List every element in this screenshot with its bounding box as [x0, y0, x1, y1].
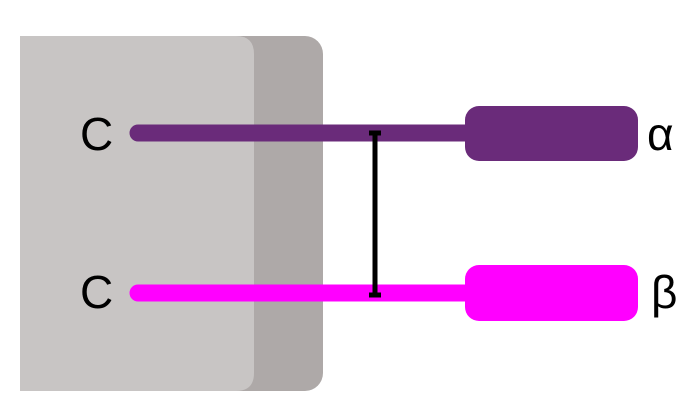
interchain-bond	[369, 130, 381, 298]
chain-alpha-domain	[465, 106, 638, 161]
chain-beta-domain	[465, 265, 638, 321]
chain-alpha-domain-label: α	[647, 108, 674, 160]
membrane-front-layer	[20, 36, 254, 391]
chain-beta: C β	[80, 265, 677, 321]
chain-beta-end-label: C	[80, 266, 113, 318]
chain-beta-domain-label: β	[651, 266, 677, 318]
chain-alpha-end-label: C	[80, 108, 113, 160]
chain-alpha: C α	[80, 106, 674, 161]
